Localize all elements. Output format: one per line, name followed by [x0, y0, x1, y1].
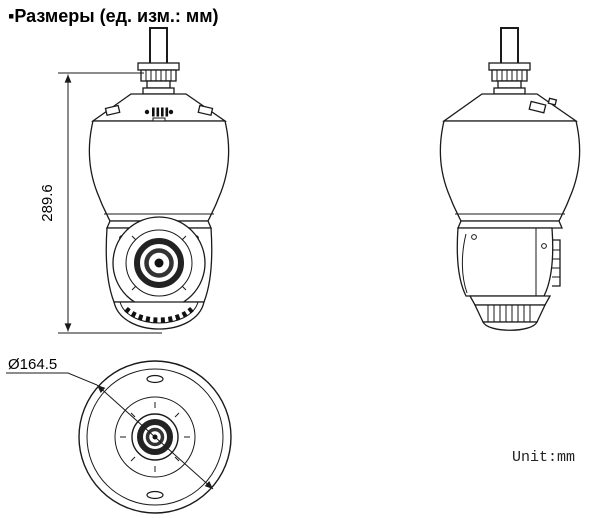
front-view: [88, 27, 230, 330]
gland-ribs-side: [496, 70, 523, 81]
neck-upper-side: [497, 80, 522, 89]
cap-bar: [156, 107, 160, 117]
diameter-dimension-label: Ø164.5: [8, 356, 57, 373]
cap-slot-side: [547, 97, 558, 106]
diameter-line: [96, 384, 214, 490]
bottom-rim-inner: [119, 301, 199, 324]
bottom-rim: [113, 301, 205, 330]
gland-flange-side: [488, 62, 531, 71]
bezel-ticks: [131, 235, 187, 291]
side-bracket: [552, 239, 561, 287]
dome-shell: [88, 120, 230, 222]
cap-bar: [152, 107, 155, 117]
base-inner-circle: [86, 368, 224, 506]
cap-dot-left: [144, 109, 150, 115]
cap-bar: [161, 107, 164, 117]
base-ribs: [487, 305, 531, 322]
screw-side-right: [541, 243, 547, 249]
screw-slot-top: [146, 374, 164, 384]
gland-ribs: [145, 70, 172, 81]
bracket-louvers: [552, 249, 560, 278]
lens-center: [154, 258, 164, 268]
base-cap: [481, 321, 539, 331]
neck-lower-side: [493, 87, 526, 95]
cap-dot-right: [168, 109, 174, 115]
neck-upper: [146, 80, 171, 89]
page-title: ▪Размеры (ед. изм.: мм): [8, 6, 219, 26]
side-view: [439, 27, 581, 331]
top-cap-side: [441, 93, 579, 122]
cap-bar: [165, 107, 169, 117]
gland-flange: [137, 62, 180, 71]
cap-vent-side: [528, 100, 547, 114]
screw-side-left: [471, 234, 477, 240]
unit-note: Unit:mm: [512, 449, 576, 466]
leader-line: [6, 372, 98, 386]
dome-shell-side: [439, 120, 581, 222]
lens-ring: [134, 238, 184, 288]
conduit-pipe-side: [500, 27, 519, 65]
height-dimension-label: 289.6: [39, 184, 56, 222]
cap-vent-right: [197, 104, 214, 117]
neck-lower: [142, 87, 175, 95]
height-dimension: 289.6: [39, 72, 162, 334]
base-taper: [473, 304, 547, 323]
diameter-dimension: Ø164.5: [6, 356, 214, 490]
housing-contour: [461, 233, 468, 294]
lens-ring-inner: [144, 248, 174, 278]
screw-slot-bottom: [146, 490, 164, 500]
base-step: [468, 295, 552, 306]
junction-band-side: [457, 220, 563, 229]
conduit-pipe: [149, 27, 168, 65]
cap-vent-left: [104, 104, 121, 117]
